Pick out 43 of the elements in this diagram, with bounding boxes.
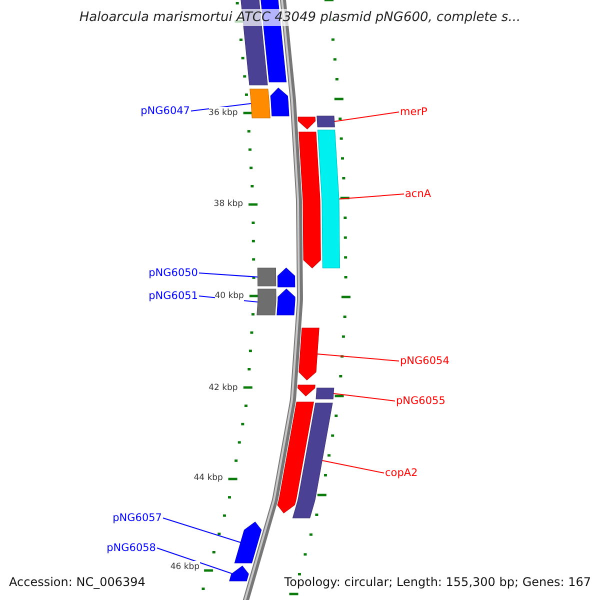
gene-feature xyxy=(277,268,296,288)
leader-line xyxy=(156,548,232,574)
scale-label: 44 kbp xyxy=(194,472,223,484)
leader-line xyxy=(198,272,258,278)
gene-block xyxy=(250,88,270,118)
gene-label: pNG6054 xyxy=(400,355,450,367)
gene-label: pNG6047 xyxy=(140,105,190,117)
scale-label: 46 kbp xyxy=(170,561,200,573)
gene-block xyxy=(257,268,276,286)
leader-line xyxy=(332,393,396,402)
gene-feature xyxy=(277,402,314,514)
gene-feature xyxy=(276,288,296,316)
leader-line xyxy=(322,460,384,474)
gene-block xyxy=(316,116,335,128)
gene-label: pNG6050 xyxy=(148,267,198,279)
scale-label: 36 kbp xyxy=(208,107,238,119)
gene-block xyxy=(317,130,340,268)
leader-line xyxy=(316,354,400,362)
leader-line xyxy=(334,112,400,122)
gene-feature xyxy=(298,328,320,380)
gene-feature xyxy=(229,566,249,582)
gene-feature xyxy=(298,384,316,396)
gene-label: merP xyxy=(400,106,428,118)
gene-feature xyxy=(298,116,316,130)
gene-label: pNG6057 xyxy=(112,512,162,524)
gene-feature xyxy=(270,88,290,116)
leader-line xyxy=(162,518,242,543)
footer-text: Accession: NC_006394 xyxy=(9,575,146,589)
gene-block xyxy=(292,402,333,518)
gene-block xyxy=(256,288,276,316)
gene-label: pNG6055 xyxy=(396,395,446,407)
gene-feature xyxy=(234,522,262,564)
gene-label: acnA xyxy=(405,188,432,200)
gene-feature xyxy=(298,132,321,268)
gene-block xyxy=(316,388,334,400)
footer-text: Topology: circular; Length: 155,300 bp; Genes: 167 xyxy=(284,575,591,589)
gene-label: pNG6051 xyxy=(148,290,198,302)
leader-line xyxy=(338,194,404,200)
gene-label: copA2 xyxy=(385,467,418,479)
gene-label: pNG6058 xyxy=(106,542,156,554)
scale-label: 38 kbp xyxy=(214,198,244,210)
scale-label: 42 kbp xyxy=(208,382,238,394)
scale-label: 40 kbp xyxy=(214,290,244,302)
